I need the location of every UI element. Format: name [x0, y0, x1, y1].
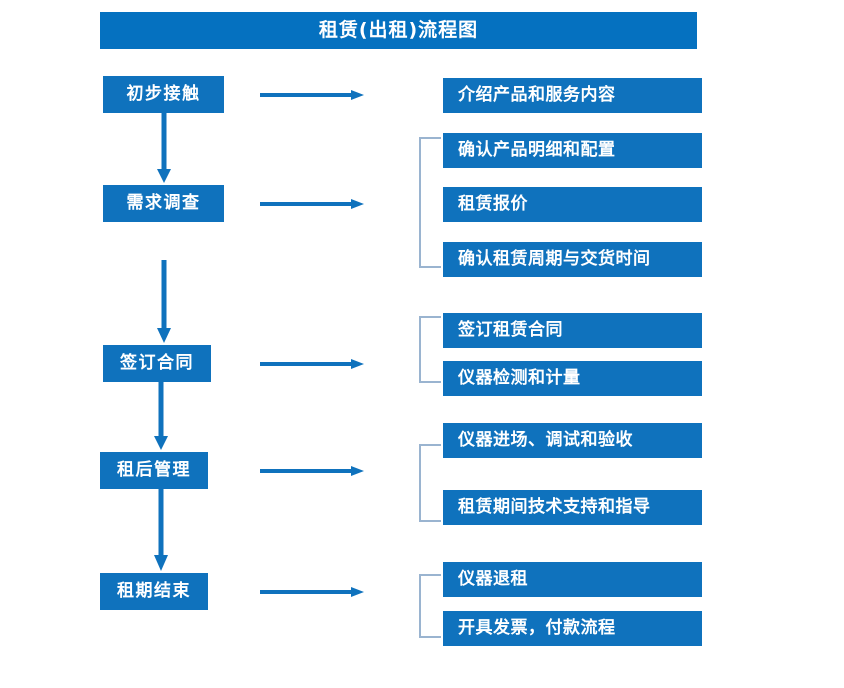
stage-label-1: 初步接触 [126, 84, 201, 104]
detail-box-4-1[interactable]: 仪器进场、调试和验收 [443, 423, 702, 458]
right-arrow-1 [260, 90, 364, 100]
detail-box-3-2[interactable]: 仪器检测和计量 [443, 361, 702, 396]
stage-label-2: 需求调查 [126, 193, 201, 213]
stage-box-3[interactable]: 签订合同 [103, 345, 211, 382]
right-arrow-3 [260, 359, 364, 369]
stage-label-5: 租期结束 [117, 581, 191, 601]
stage-box-5[interactable]: 租期结束 [100, 573, 208, 610]
detail-box-2-3[interactable]: 确认租赁周期与交货时间 [443, 242, 702, 277]
group-bracket-3 [419, 316, 441, 383]
detail-label-4-1: 仪器进场、调试和验收 [458, 430, 633, 450]
right-arrow-2 [260, 199, 364, 209]
stage-box-1[interactable]: 初步接触 [103, 76, 224, 113]
detail-label-5-2: 开具发票，付款流程 [458, 618, 616, 638]
page-title: 租赁(出租)流程图 [318, 19, 479, 41]
detail-label-5-1: 仪器退租 [458, 569, 528, 589]
detail-box-5-2[interactable]: 开具发票，付款流程 [443, 611, 702, 646]
detail-label-4-2: 租赁期间技术支持和指导 [458, 497, 651, 517]
right-arrow-4 [260, 466, 364, 476]
detail-box-4-2[interactable]: 租赁期间技术支持和指导 [443, 490, 702, 525]
stage-box-4[interactable]: 租后管理 [100, 452, 208, 489]
right-arrow-5 [260, 587, 364, 597]
detail-label-2-2: 租赁报价 [458, 194, 528, 214]
diagram-title-bar: 租赁(出租)流程图 [100, 12, 697, 49]
down-arrow-4-to-5 [154, 489, 168, 571]
detail-label-1-1: 介绍产品和服务内容 [458, 85, 616, 105]
detail-box-5-1[interactable]: 仪器退租 [443, 562, 702, 597]
group-bracket-4 [419, 444, 441, 522]
detail-box-2-1[interactable]: 确认产品明细和配置 [443, 133, 702, 168]
stage-box-2[interactable]: 需求调查 [103, 185, 224, 222]
down-arrow-1-to-2 [157, 113, 171, 183]
detail-label-3-2: 仪器检测和计量 [458, 368, 581, 388]
group-bracket-2 [419, 137, 441, 268]
down-arrow-3-to-4 [154, 382, 168, 450]
stage-label-4: 租后管理 [117, 460, 191, 480]
detail-label-2-3: 确认租赁周期与交货时间 [458, 249, 651, 269]
detail-box-1-1[interactable]: 介绍产品和服务内容 [443, 78, 702, 113]
detail-label-3-1: 签订租赁合同 [458, 320, 563, 340]
detail-box-3-1[interactable]: 签订租赁合同 [443, 313, 702, 348]
detail-box-2-2[interactable]: 租赁报价 [443, 187, 702, 222]
detail-label-2-1: 确认产品明细和配置 [458, 140, 616, 160]
down-arrow-2-to-3 [157, 260, 171, 343]
stage-label-3: 签订合同 [120, 353, 194, 373]
group-bracket-5 [419, 574, 441, 638]
